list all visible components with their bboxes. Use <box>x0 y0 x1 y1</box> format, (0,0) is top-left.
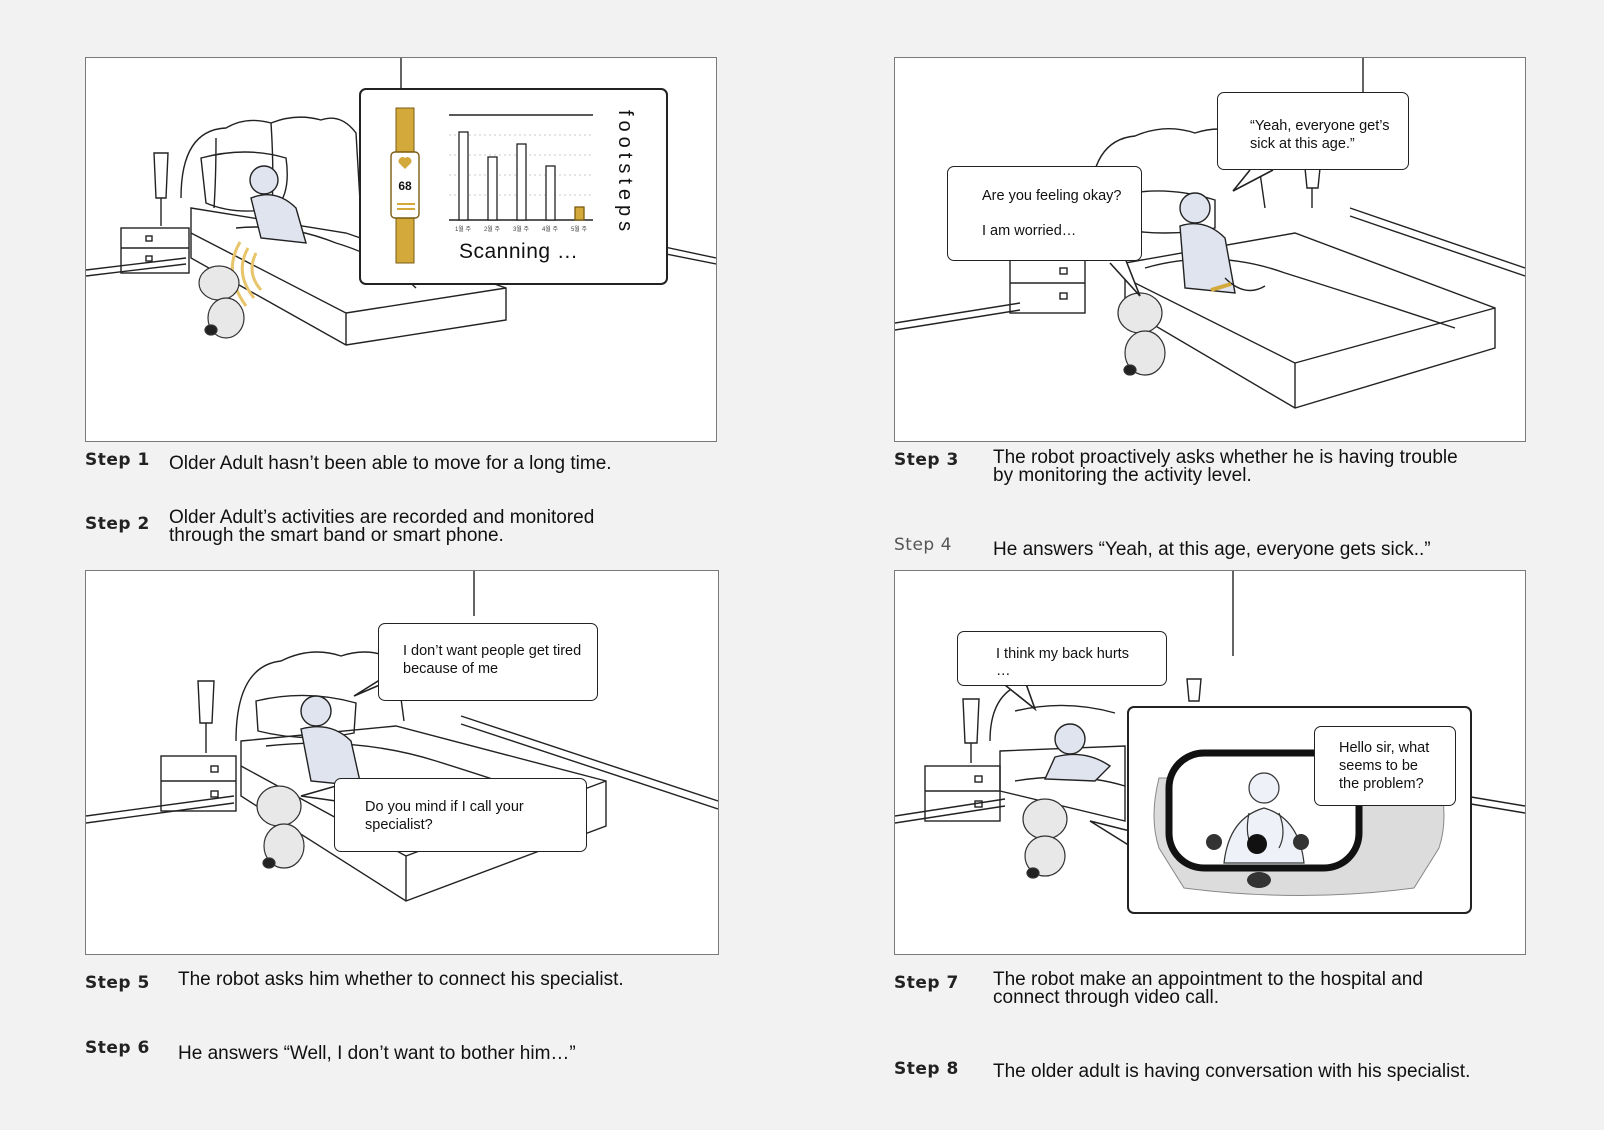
robot-speech-line2: specialist? <box>365 817 433 833</box>
video-call-popup: Hello sir, what seems to be the problem? <box>1127 706 1472 914</box>
step5-text: The robot asks him whether to connect hi… <box>178 969 624 990</box>
man-speech-line2: because of me <box>403 661 499 677</box>
man-speech-bubble: I think my back hurts … <box>957 631 1167 686</box>
step4-text: He answers “Yeah, at this age, everyone … <box>993 539 1431 560</box>
step7-text-line1: The robot make an appointment to the hos… <box>993 969 1423 990</box>
activity-bar <box>458 131 469 221</box>
activity-bar <box>545 165 556 221</box>
step7-label: Step 7 <box>894 973 959 993</box>
step5-label: Step 5 <box>85 973 150 993</box>
robot-speech-line1: Are you feeling okay? <box>982 188 1122 204</box>
bedroom-illustration <box>895 58 1525 409</box>
robot-speech-bubble: Are you feeling okay? I am worried… <box>947 166 1142 261</box>
step3-label: Step 3 <box>894 450 959 470</box>
robot-speech-bubble: Do you mind if I call your specialist? <box>334 778 587 852</box>
bar-label: 1월 주 <box>454 227 472 233</box>
step3-text-line2: by monitoring the activity level. <box>993 465 1252 486</box>
robot-icon <box>256 785 305 869</box>
robot-icon <box>198 265 245 339</box>
step8-label: Step 8 <box>894 1059 959 1079</box>
panel-step5-scene: I don’t want people get tired because of… <box>85 570 719 955</box>
footsteps-label: footsteps <box>614 110 636 237</box>
heart-rate-value: 68 <box>398 179 412 193</box>
panel-step7-scene: I think my back hurts … Hello sir, what … <box>894 570 1526 955</box>
step2-label: Step 2 <box>85 514 150 534</box>
robot-speech-line1: Do you mind if I call your <box>365 799 524 815</box>
man-speech-line2: … <box>996 663 1011 679</box>
doctor-speech-line3: the problem? <box>1339 776 1424 792</box>
doctor-speech-bubble: Hello sir, what seems to be the problem? <box>1314 726 1456 806</box>
bar-label: 5월 주 <box>570 227 588 233</box>
activity-bar <box>574 206 585 221</box>
activity-bar <box>516 143 527 221</box>
bar-label: 2월 주 <box>483 227 501 233</box>
bedroom-illustration <box>86 58 716 346</box>
robot-speech-line2: I am worried… <box>982 223 1077 239</box>
man-speech-bubble: “Yeah, everyone get’s sick at this age.” <box>1217 92 1409 170</box>
step6-label: Step 6 <box>85 1038 150 1058</box>
robot-icon <box>1117 292 1166 376</box>
man-speech-line1: I don’t want people get tired <box>403 643 582 659</box>
bedroom-illustration <box>895 571 1525 879</box>
step1-text: Older Adult hasn’t been able to move for… <box>169 453 612 474</box>
step6-text: He answers “Well, I don’t want to bother… <box>178 1043 576 1064</box>
step4-label: Step 4 <box>894 535 952 555</box>
step8-text: The older adult is having conversation w… <box>993 1061 1471 1082</box>
step2-text-line1: Older Adult’s activities are recorded an… <box>169 507 595 528</box>
step2-text-line2: through the smart band or smart phone. <box>169 525 504 546</box>
mic-icon <box>1293 834 1309 850</box>
end-call-icon <box>1247 834 1267 854</box>
man-speech-bubble: I don’t want people get tired because of… <box>378 623 598 701</box>
bar-label: 4월 주 <box>541 227 559 233</box>
man-speech-line1: I think my back hurts <box>996 646 1129 662</box>
panel-step3-scene: Are you feeling okay? I am worried… “Yea… <box>894 57 1526 442</box>
panel-step1-scene: 68 1월 주 2월 주 3월 주 4월 주 5월 주 Scanning … f… <box>85 57 717 442</box>
smart-band-icon <box>390 107 420 264</box>
step3-text-line1: The robot proactively asks whether he is… <box>993 447 1458 468</box>
activity-bar <box>487 156 498 221</box>
robot-screen-illustration <box>1153 749 1445 896</box>
scanning-text: Scanning … <box>459 240 579 263</box>
step7-text-line2: connect through video call. <box>993 987 1220 1008</box>
doctor-speech-line1: Hello sir, what <box>1339 740 1430 756</box>
robot-icon <box>1022 798 1068 879</box>
man-speech-line2: sick at this age.” <box>1250 136 1355 152</box>
man-speech-line1: “Yeah, everyone get’s <box>1250 118 1390 134</box>
activity-monitor-popup: 68 1월 주 2월 주 3월 주 4월 주 5월 주 Scanning … f… <box>359 88 668 285</box>
camera-icon <box>1206 834 1222 850</box>
step1-label: Step 1 <box>85 450 150 470</box>
bar-label: 3월 주 <box>512 227 530 233</box>
doctor-speech-line2: seems to be <box>1339 758 1418 774</box>
